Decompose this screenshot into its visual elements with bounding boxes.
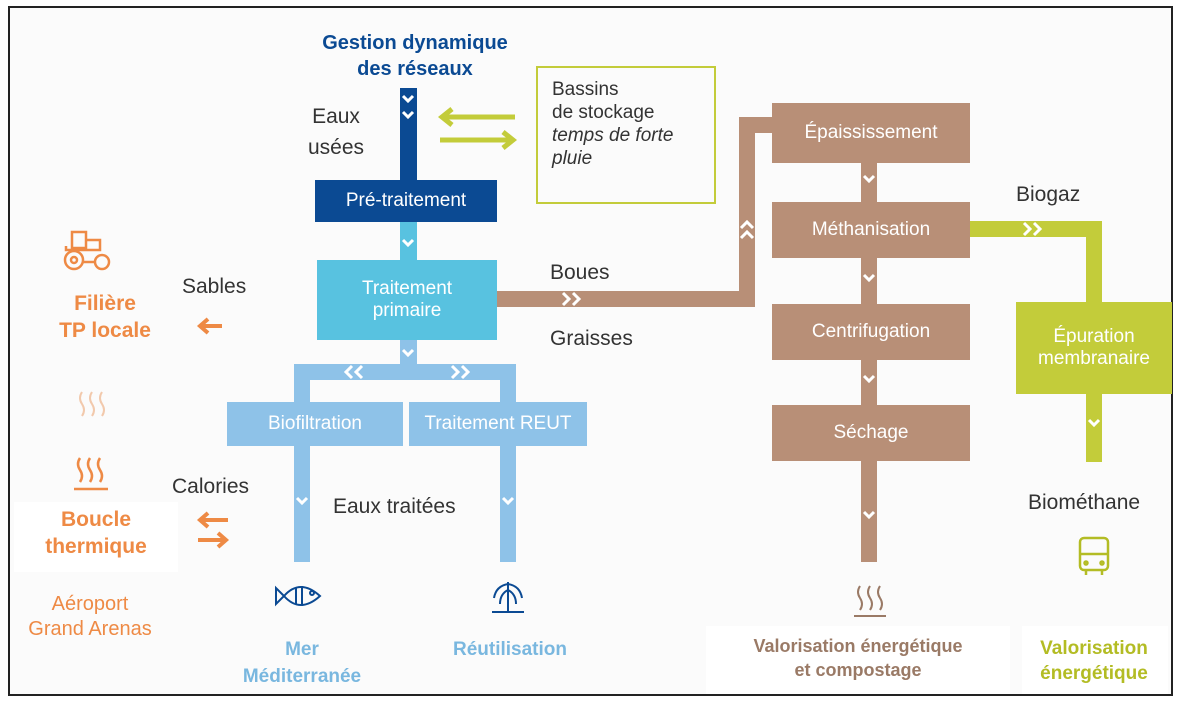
calories-in-arrow (196, 511, 228, 529)
methanisation-box: Méthanisation (772, 202, 970, 258)
local-public-works-line-1: Filière (74, 292, 136, 315)
airport-line-2: Grand Arenas (28, 618, 152, 640)
biogas-pipe (969, 221, 1102, 302)
local-public-works-label: Filière TP locale (40, 290, 170, 344)
bus-icon (1078, 536, 1110, 575)
thermal-loop-label: Boucle thermique (34, 506, 158, 560)
storage-basins-box: Bassins de stockage temps de forte pluie (536, 66, 716, 204)
diagram-frame (8, 6, 1173, 696)
primary-treatment-box: Traitement primaire (317, 260, 497, 340)
pretreatment-label: Pré-traitement (345, 190, 467, 211)
thermal-loop-line-2: thermique (45, 535, 147, 558)
grease-label: Graisses (550, 327, 633, 350)
wastewater-label-line-2: usées (307, 136, 365, 159)
mediterranean-line-1: Mer (285, 639, 319, 660)
thermal-loop-panel (14, 502, 178, 572)
heat-icon (74, 457, 108, 491)
sludge-label: Boues (550, 261, 610, 284)
local-public-works-line-2: TP locale (59, 319, 151, 342)
methanisation-label: Méthanisation (811, 219, 931, 240)
wastewater-pipe (400, 88, 417, 180)
to-storage-arrow (437, 107, 515, 127)
fish-icon (275, 585, 322, 607)
energy-compost-line-1: Valorisation énergétique (753, 636, 963, 656)
energy-panel (1022, 626, 1168, 694)
faded-heat-icon (79, 391, 105, 417)
membrane-purification-box: Épuration membranaire (1016, 302, 1172, 394)
sand-arrow (196, 317, 222, 335)
compost-heat-icon (854, 585, 886, 617)
membrane-purification-line-2: membranaire (1038, 348, 1150, 369)
pretreatment-pipe (400, 218, 417, 262)
pretreatment-box: Pré-traitement (315, 180, 497, 222)
split-pipe (294, 364, 515, 380)
airport-label: Aéroport Grand Arenas (20, 592, 160, 642)
storage-line-4: pluie (552, 148, 593, 169)
drying-box: Séchage (772, 405, 970, 461)
biomethane-label: Biométhane (1028, 491, 1141, 514)
drying-label: Séchage (833, 422, 909, 443)
title-line-2: des réseaux (357, 58, 473, 80)
sand-label: Sables (182, 275, 247, 298)
reut-treatment-box: Traitement REUT (409, 402, 587, 446)
energy-compost-label: Valorisation énergétique et compostage (708, 634, 1008, 682)
calories-out-arrow (198, 531, 230, 549)
biogas-label: Biogaz (1016, 183, 1081, 206)
treated-water-label: Eaux traitées (333, 495, 456, 518)
energy-recovery-label: Valorisation énergétique (1024, 636, 1164, 686)
reuse-label: Réutilisation (452, 639, 567, 660)
primary-treatment-line-1: Traitement (361, 278, 453, 299)
sludge-pipe (497, 117, 772, 307)
thickening-label: Épaississement (804, 122, 938, 143)
valorisation-panel (706, 626, 1010, 694)
title-line-1: Gestion dynamique (322, 32, 508, 54)
fountain-icon (492, 582, 524, 613)
calories-label: Calories (172, 475, 250, 498)
primary-treatment-line-2: primaire (372, 300, 442, 321)
drying-output-pipe (861, 458, 877, 562)
storage-line-1: Bassins (552, 79, 619, 100)
reut-treatment-label: Traitement REUT (424, 413, 572, 434)
biofiltration-box: Biofiltration (227, 402, 403, 446)
energy-recovery-line-1: Valorisation (1040, 638, 1148, 659)
wastewater-label: Eaux usées (296, 104, 376, 160)
energy-compost-line-2: et compostage (794, 660, 922, 680)
tractor-icon (63, 230, 111, 271)
centrifugation-label: Centrifugation (811, 321, 931, 342)
mediterranean-sea-label: Mer Méditerranée (222, 636, 382, 690)
mediterranean-line-2: Méditerranée (242, 666, 362, 687)
membrane-purification-line-1: Épuration (1053, 326, 1135, 347)
energy-recovery-line-2: énergétique (1040, 663, 1148, 684)
from-storage-arrow (440, 130, 518, 150)
centrifugation-box: Centrifugation (772, 304, 970, 360)
thermal-loop-line-1: Boucle (60, 508, 131, 531)
wastewater-label-line-1: Eaux (312, 105, 360, 128)
airport-line-1: Aéroport (51, 593, 129, 615)
biofiltration-label: Biofiltration (268, 413, 362, 434)
network-management-title: Gestion dynamique des réseaux (300, 30, 530, 82)
storage-line-2: de stockage (552, 102, 655, 123)
thickening-box: Épaississement (772, 103, 970, 163)
storage-line-3: temps de forte (552, 125, 674, 146)
